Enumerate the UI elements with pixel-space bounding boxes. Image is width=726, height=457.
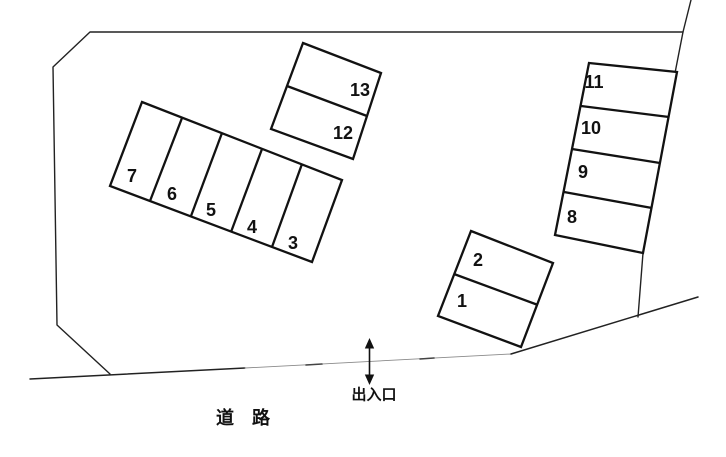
boundary-left-top-line [52, 31, 684, 375]
space-label-5: 5 [206, 200, 216, 220]
stall-divider [148, 117, 184, 202]
parking-group-north-block: 13 12 [269, 41, 383, 161]
space-label-8: 8 [567, 207, 577, 227]
road-edge-tick-1 [305, 363, 323, 366]
road-label: 道 路 [216, 407, 271, 428]
space-label-1: 1 [457, 291, 467, 311]
stall-divider [571, 147, 661, 165]
road-edge-entrance-segment [244, 353, 512, 369]
space-label-4: 4 [247, 217, 257, 237]
stall-divider [563, 190, 653, 210]
road-edge [29, 296, 699, 380]
stall-divider [580, 104, 670, 119]
west-row-outline [108, 100, 344, 264]
road-edge-tick-2 [419, 357, 435, 360]
space-label-9: 9 [578, 162, 588, 182]
parking-group-west-row: 7 6 5 4 3 [108, 100, 344, 264]
stall-divider [189, 132, 224, 217]
space-label-13: 13 [350, 80, 370, 100]
space-label-11: 11 [584, 72, 603, 92]
stall-divider [270, 163, 304, 248]
space-label-12: 12 [333, 123, 353, 143]
entrance: 出入口 [351, 338, 397, 404]
east-column-outline [553, 61, 679, 255]
stall-divider [453, 272, 539, 307]
parking-group-east-column: 11 10 9 8 [553, 61, 679, 255]
space-label-2: 2 [473, 250, 483, 270]
entrance-arrow-icon [364, 338, 375, 385]
space-label-10: 10 [581, 118, 601, 138]
parking-group-south-block: 2 1 [436, 229, 555, 349]
stall-divider [229, 148, 264, 233]
space-label-3: 3 [288, 233, 298, 253]
space-label-7: 7 [127, 166, 137, 186]
space-label-6: 6 [167, 184, 177, 204]
road-edge-right-segment [510, 296, 699, 355]
stall-divider [286, 84, 368, 118]
entrance-label: 出入口 [351, 386, 396, 404]
road-edge-left-segment [29, 367, 246, 380]
